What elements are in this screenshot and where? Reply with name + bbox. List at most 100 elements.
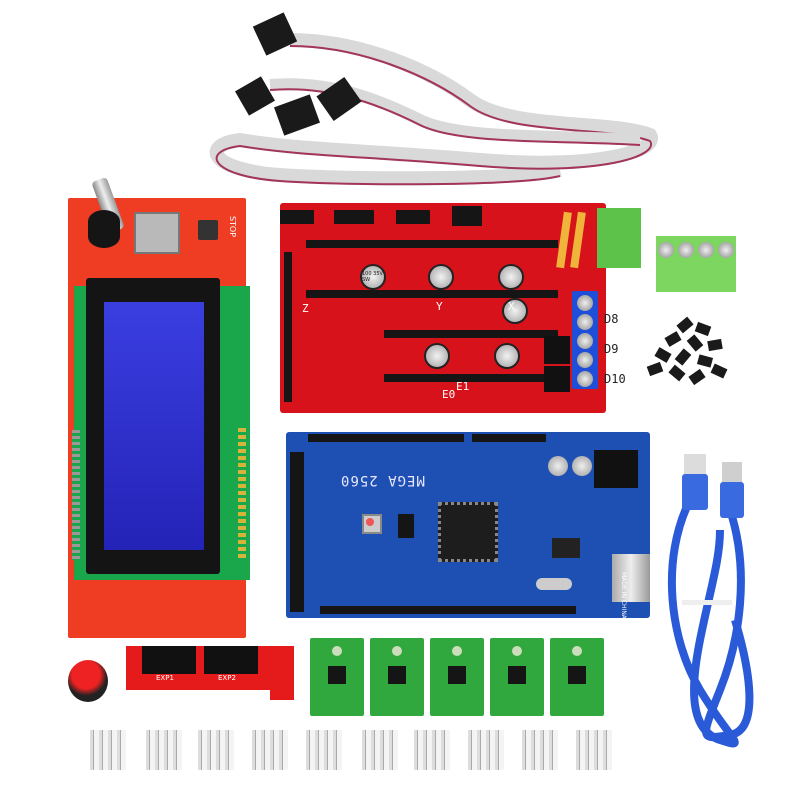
endstop-header-3 (396, 210, 430, 224)
aux-header (452, 206, 482, 226)
driver-header-bottom (384, 374, 558, 382)
jumper (686, 334, 704, 352)
screw-icon (577, 314, 593, 330)
heatsink (146, 730, 182, 770)
driver-chip (388, 666, 406, 684)
ramps-side-header (284, 252, 292, 402)
jumper (707, 338, 723, 352)
usb-chip (552, 538, 580, 558)
endstop-header-1 (280, 210, 314, 224)
capacitor (424, 343, 450, 369)
jumper (646, 361, 664, 377)
idc-connector-exp1 (142, 646, 196, 674)
driver-chip (328, 666, 346, 684)
mega-header-bottom-2 (406, 606, 576, 614)
idc-connector-exp2 (204, 646, 258, 674)
capacitor (572, 456, 592, 476)
screw-icon (678, 242, 694, 258)
mega-digital-header (290, 452, 304, 612)
rotary-encoder (134, 212, 180, 254)
crystal (536, 578, 572, 590)
capacitor (548, 456, 568, 476)
mega-header-top-2 (392, 434, 464, 442)
axis-label-e1: E1 (456, 380, 470, 393)
heatsink (252, 730, 288, 770)
jumper (664, 331, 682, 347)
exp1-label: EXP1 (156, 674, 174, 682)
driver-chip (568, 666, 586, 684)
power-terminal-block (572, 291, 598, 389)
screw-icon (577, 352, 593, 368)
mosfet (544, 336, 570, 364)
heatsink (362, 730, 398, 770)
smart-adapter-board: EXP1 EXP2 (126, 646, 294, 690)
jumper (710, 363, 728, 379)
screw-icon (577, 333, 593, 349)
driver-header-lower (384, 330, 558, 338)
screw-icon (658, 242, 674, 258)
output-label-d10: D10 (604, 372, 626, 386)
capacitor (428, 264, 454, 290)
made-in-china-label: MADE IN CHINA (619, 572, 627, 619)
loose-terminal-block (656, 236, 736, 292)
mega-title: MEGA 2560 (340, 472, 425, 488)
axis-label-z: Z (302, 302, 309, 315)
usb-b-port (612, 554, 650, 602)
stepper-driver (550, 638, 604, 716)
mega-header-bottom-1 (320, 606, 414, 614)
smart-adapter-tab (270, 660, 294, 700)
atmega-chip (438, 502, 498, 562)
lcd-pin-strip (238, 428, 246, 558)
stepper-driver (310, 638, 364, 716)
potentiometer (512, 646, 522, 656)
capacitor (502, 298, 528, 324)
exp2-label: EXP2 (218, 674, 236, 682)
usb-cable (640, 440, 800, 760)
heatsink (414, 730, 450, 770)
stop-button (198, 220, 218, 240)
screw-icon (698, 242, 714, 258)
reset-button-cap (366, 518, 374, 526)
driver-header-top (306, 240, 558, 248)
icsp-header (398, 514, 414, 538)
jumper (696, 354, 714, 368)
output-label-d9: D9 (604, 342, 619, 356)
heatsink (468, 730, 504, 770)
heatsink (522, 730, 558, 770)
capacitor (498, 264, 524, 290)
mega-header-top-3 (472, 434, 546, 442)
dc-power-jack (594, 450, 638, 488)
screw-icon (577, 295, 593, 311)
driver-chip (508, 666, 526, 684)
driver-header-mid (306, 290, 558, 298)
driver-chip (448, 666, 466, 684)
heatsink (90, 730, 126, 770)
screw-icon (718, 242, 734, 258)
stepper-driver (490, 638, 544, 716)
mosfet (544, 366, 570, 392)
axis-label-e0: E0 (442, 388, 456, 401)
jumper (688, 368, 706, 386)
power-input-terminal (597, 208, 641, 268)
capacitor-label: 100 35V SW (362, 271, 383, 283)
axis-label-y: Y (436, 300, 443, 313)
stepper-driver (370, 638, 424, 716)
ribbon-cables (0, 0, 800, 200)
jumper (674, 348, 692, 366)
lcd-screen (104, 302, 204, 550)
heatsink (576, 730, 612, 770)
jumper (694, 321, 712, 337)
stepper-driver (430, 638, 484, 716)
capacitor (494, 343, 520, 369)
jumper (668, 364, 686, 382)
stop-label: STOP (228, 215, 238, 238)
axis-label-x: X (508, 300, 515, 313)
screw-icon (577, 371, 593, 387)
output-label-d8: D8 (604, 312, 619, 326)
heatsink (198, 730, 234, 770)
ribbon-cable-graphic (209, 12, 658, 186)
buzzer (88, 210, 120, 248)
jumper (676, 316, 694, 334)
endstop-header-2 (334, 210, 374, 224)
potentiometer (452, 646, 462, 656)
